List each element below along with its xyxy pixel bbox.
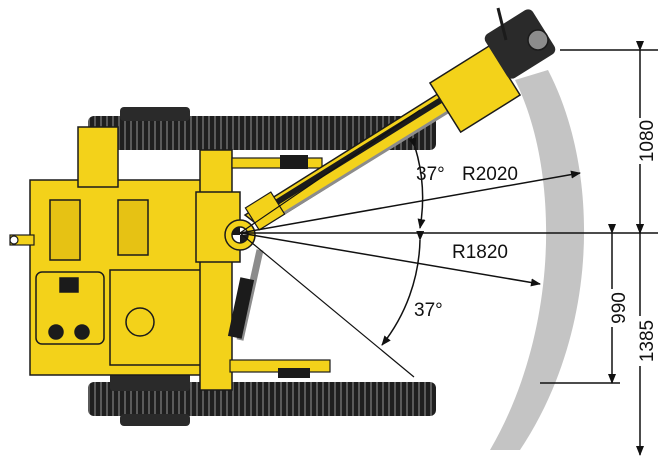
- tow-hook: [9, 234, 35, 246]
- boom-pivot: [224, 219, 256, 251]
- upper-crawler-track: [88, 107, 436, 150]
- drill-head: [428, 7, 556, 134]
- dimension-990: 990: [602, 289, 630, 327]
- lower-crawler-track: [88, 371, 436, 426]
- dimension-1385: 1385: [630, 316, 658, 366]
- angle-label-lower: 37°: [414, 300, 443, 321]
- radius-label-lower: R1820: [452, 242, 508, 263]
- svg-text:1385: 1385: [637, 320, 658, 362]
- angle-arc-upper: [408, 137, 426, 229]
- upper-cylinder: [231, 155, 323, 169]
- upper-angle-line: [239, 109, 421, 234]
- lower-cylinder: [227, 249, 331, 378]
- svg-text:1080: 1080: [637, 120, 658, 162]
- angle-label-upper: 37°: [416, 164, 445, 185]
- dimension-1080: 1080: [630, 118, 658, 164]
- radius-label-upper: R2020: [462, 164, 518, 185]
- coverage-arc-band: [490, 70, 585, 450]
- machine-body: [29, 126, 241, 391]
- angle-arc-lower: [381, 230, 425, 346]
- svg-text:990: 990: [609, 292, 630, 324]
- lower-angle-line: [239, 232, 415, 378]
